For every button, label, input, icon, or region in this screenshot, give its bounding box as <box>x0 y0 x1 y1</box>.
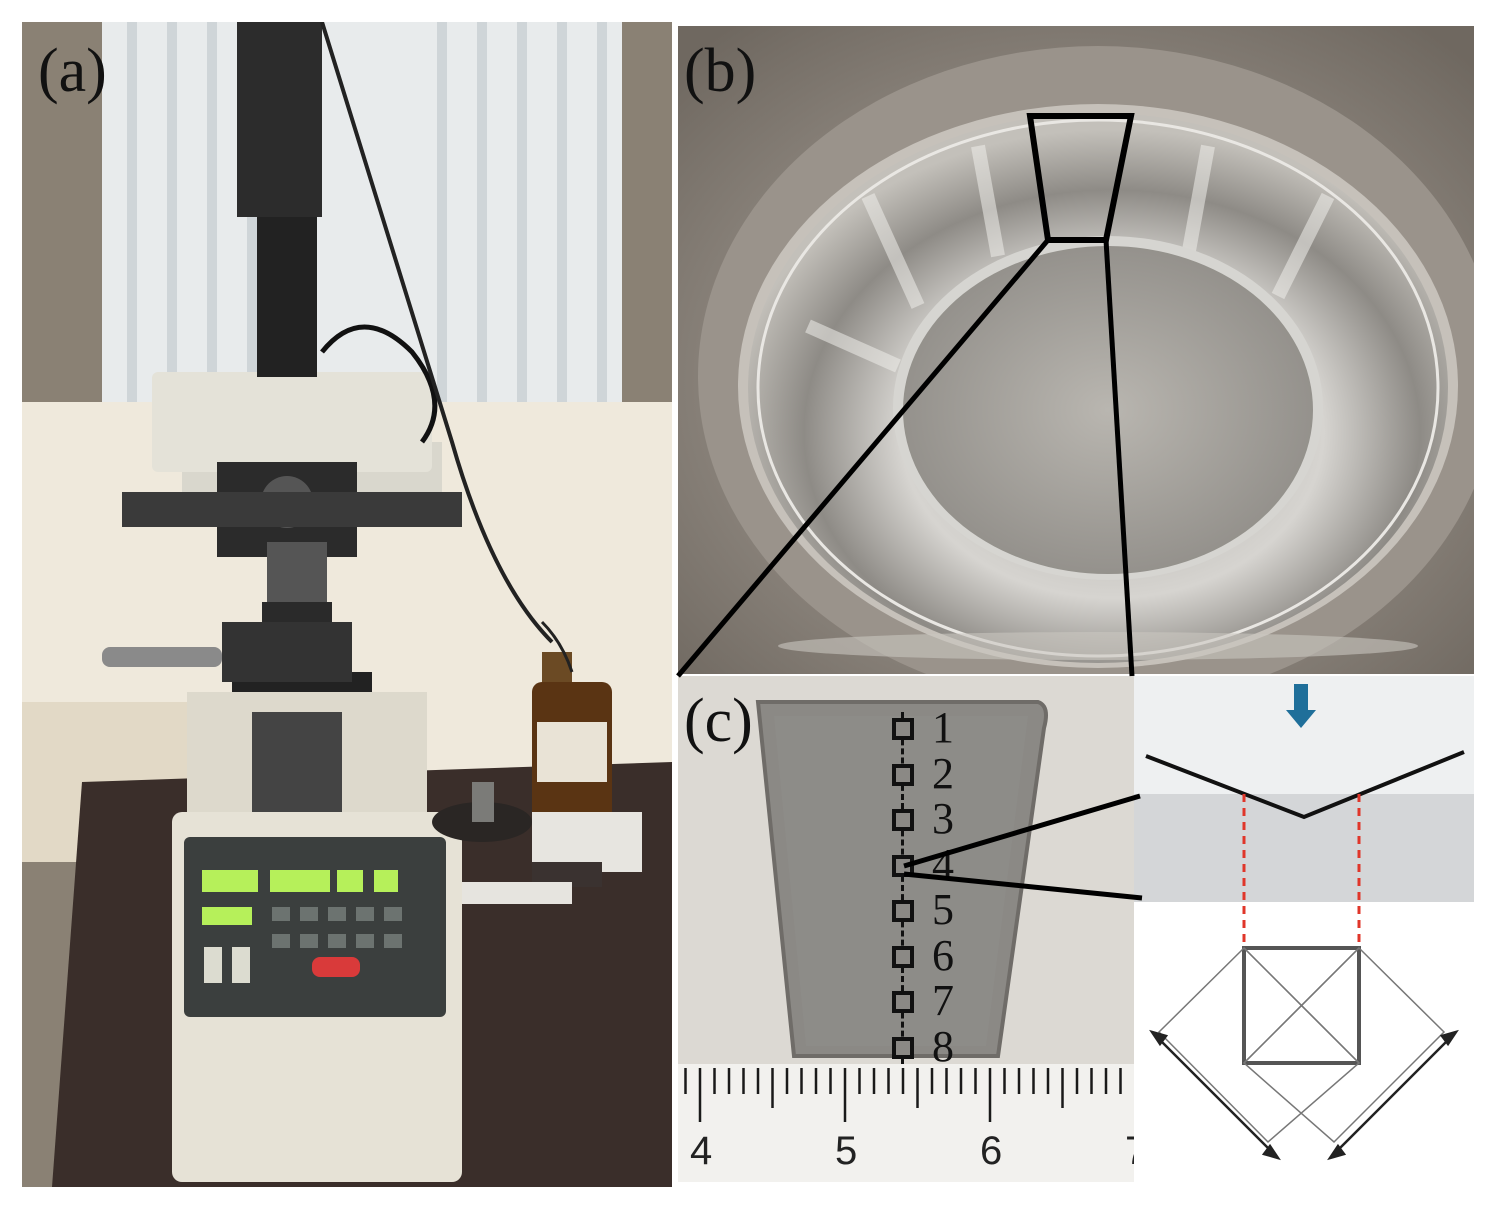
panel-b-cup-photo: (b) <box>678 26 1474 674</box>
panel-a-hardness-tester-photo: (a) <box>22 22 672 1187</box>
ruler-tick-label: 7 <box>1125 1131 1134 1171</box>
ruler-tick-label: 4 <box>690 1129 713 1173</box>
indenter-down-arrow-icon <box>1286 684 1316 728</box>
diagonal-d2-arrow <box>1327 1029 1459 1161</box>
hardness-tester-illustration <box>22 22 672 1187</box>
panel-a-label: (a) <box>38 37 107 105</box>
indent-point-label: 5 <box>932 885 954 934</box>
indent-point-marker <box>892 900 914 922</box>
indenter-profile <box>1145 750 1465 820</box>
indentation-square <box>1242 946 1361 1065</box>
indent-point-marker <box>892 945 914 968</box>
indent-path-line <box>900 712 904 1064</box>
diagonal-d1-arrow <box>1149 1029 1281 1161</box>
indent-point-marker <box>892 1036 914 1059</box>
indent-point-marker <box>892 763 914 786</box>
indent-point-label: 8 <box>932 1021 954 1071</box>
deep-drawn-cup-illustration <box>678 26 1474 674</box>
ruler-tick-label: 6 <box>980 1129 1003 1173</box>
indent-point-label: 3 <box>932 794 954 843</box>
panel-c-label: (c) <box>684 687 753 755</box>
indent-point-label: 2 <box>932 748 954 798</box>
indent-point-label: 1 <box>932 703 954 752</box>
indent-point-label: 7 <box>932 976 954 1025</box>
indent-point-marker <box>892 991 914 1013</box>
panel-b-label: (b) <box>684 37 757 105</box>
indent-point-marker <box>892 854 914 877</box>
ruler-tick-label: 5 <box>835 1129 858 1173</box>
indent-point-label: 6 <box>932 930 954 980</box>
indent-point-marker <box>892 809 914 831</box>
panel-d-vickers-schematic <box>1134 676 1474 1182</box>
indent-point-label: 4 <box>932 839 954 889</box>
indent-point-marker <box>892 718 914 740</box>
vickers-indent-diagram <box>1134 676 1474 1182</box>
